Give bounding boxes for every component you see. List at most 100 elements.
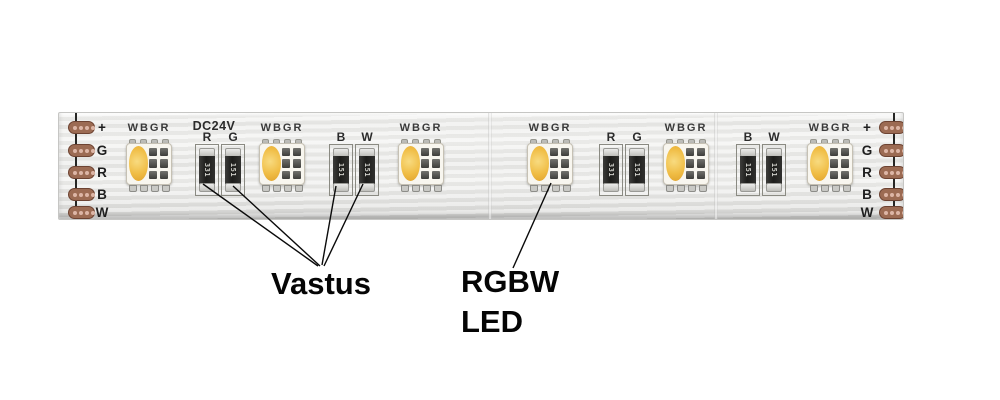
led-channel-order-label: WBGR	[260, 122, 304, 134]
resistor-cap	[629, 183, 645, 192]
resistor-channel-label: R	[202, 130, 212, 144]
resistor: 331	[195, 144, 219, 196]
resistor-body: 151	[359, 156, 375, 184]
pad-label-left: +	[98, 120, 106, 135]
resistor: 331	[599, 144, 623, 196]
resistor-body: 151	[766, 156, 782, 184]
resistor-body: 151	[740, 156, 756, 184]
rgbw-annotation-line1: RGBW	[461, 264, 560, 299]
resistor-cap	[333, 183, 349, 192]
pad-label-left: G	[96, 143, 108, 158]
resistor: 151	[736, 144, 760, 196]
solder-pad-right	[879, 144, 903, 157]
resistor-code: 151	[633, 162, 641, 178]
led-electrodes	[149, 148, 168, 179]
resistor-cap	[199, 183, 215, 192]
resistor-pair: R 331 G 151	[599, 130, 649, 199]
resistor: 151	[221, 144, 245, 196]
led-module: WBGR	[662, 121, 710, 195]
led-phosphor-dome	[401, 146, 420, 181]
led-package	[126, 143, 172, 185]
led-electrodes	[830, 148, 849, 179]
rgbw-led-annotation-label: RGBW LED	[461, 262, 559, 342]
segment-seam	[714, 113, 718, 219]
vastus-annotation-label: Vastus	[271, 266, 371, 301]
led-bottom-legs	[397, 185, 445, 192]
solder-pad-left	[68, 144, 95, 157]
led-strip: DC24V WBGR WBGR WBGR WBGR	[58, 112, 904, 220]
led-package	[527, 143, 573, 185]
led-top-legs	[662, 139, 710, 143]
resistor-channel-label: B	[336, 130, 346, 144]
solder-pad-right	[879, 166, 903, 179]
led-phosphor-dome	[530, 146, 549, 181]
pad-label-right: G	[861, 143, 873, 158]
led-channel-order-label: WBGR	[528, 122, 572, 134]
solder-pad-left	[68, 188, 95, 201]
resistor-body: 151	[333, 156, 349, 184]
led-channel-order-label: WBGR	[127, 122, 171, 134]
pad-label-right: B	[862, 187, 872, 202]
led-electrodes	[686, 148, 705, 179]
solder-pad-right	[879, 206, 903, 219]
rgbw-annotation-line2: LED	[461, 304, 523, 339]
resistor-body: 151	[629, 156, 645, 184]
resistor-pair: B 151 W 151	[736, 130, 786, 199]
led-package	[807, 143, 853, 185]
resistor-code: 151	[337, 162, 345, 178]
led-package	[398, 143, 444, 185]
resistor-code: 331	[607, 162, 615, 178]
resistor-cap	[740, 183, 756, 192]
pad-label-left: W	[95, 205, 109, 220]
led-electrodes	[421, 148, 440, 179]
resistor-channel-label: W	[768, 130, 780, 144]
led-phosphor-dome	[666, 146, 685, 181]
resistor-body: 331	[199, 156, 215, 184]
resistor-code: 151	[229, 162, 237, 178]
led-phosphor-dome	[129, 146, 148, 181]
led-module: WBGR	[397, 121, 445, 195]
resistor: 151	[329, 144, 353, 196]
pad-label-left: R	[97, 165, 107, 180]
led-module: WBGR	[258, 121, 306, 195]
resistor-channel-label: G	[228, 130, 238, 144]
led-module: WBGR	[526, 121, 574, 195]
pad-label-left: B	[97, 187, 107, 202]
led-phosphor-dome	[810, 146, 829, 181]
resistor-cap	[603, 183, 619, 192]
resistor-pair: R 331 G 151	[195, 130, 245, 199]
led-channel-order-label: WBGR	[664, 122, 708, 134]
led-package	[259, 143, 305, 185]
resistor-body: 151	[225, 156, 241, 184]
led-bottom-legs	[662, 185, 710, 192]
led-bottom-legs	[806, 185, 854, 192]
led-bottom-legs	[526, 185, 574, 192]
resistor-code: 331	[203, 162, 211, 178]
led-bottom-legs	[258, 185, 306, 192]
led-channel-order-label: WBGR	[399, 122, 443, 134]
solder-pad-left	[68, 166, 95, 179]
led-top-legs	[258, 139, 306, 143]
resistor: 151	[355, 144, 379, 196]
solder-pad-right	[879, 121, 903, 134]
led-top-legs	[125, 139, 173, 143]
solder-pad-right	[879, 188, 903, 201]
resistor-channel-label: R	[606, 130, 616, 144]
led-phosphor-dome	[262, 146, 281, 181]
pad-label-right: W	[860, 205, 874, 220]
solder-pad-left	[68, 121, 95, 134]
pad-label-right: +	[863, 120, 871, 135]
resistor-channel-label: G	[632, 130, 642, 144]
resistor-cap	[225, 183, 241, 192]
resistor: 151	[625, 144, 649, 196]
led-package	[663, 143, 709, 185]
resistor-code: 151	[770, 162, 778, 178]
resistor-cap	[359, 183, 375, 192]
voltage-label: DC24V	[192, 119, 236, 133]
led-top-legs	[806, 139, 854, 143]
resistor-code: 151	[363, 162, 371, 178]
led-module: WBGR	[125, 121, 173, 195]
resistor: 151	[762, 144, 786, 196]
led-top-legs	[397, 139, 445, 143]
